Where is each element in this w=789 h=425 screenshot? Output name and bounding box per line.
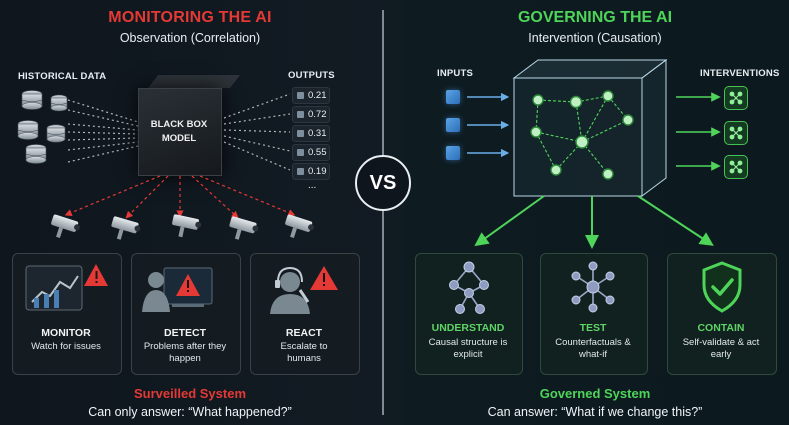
output-chip-icon [297, 130, 304, 137]
output-row: 0.72 [292, 106, 330, 123]
output-value: 0.31 [308, 128, 327, 139]
inputs-label: INPUTS [437, 68, 474, 79]
output-chip-icon [297, 92, 304, 99]
shield-check-icon [702, 261, 742, 313]
vs-badge: VS [355, 155, 411, 211]
left-subtitle: Observation (Correlation) [119, 31, 261, 45]
output-chip-icon [297, 149, 304, 156]
understand-card-title: UNDERSTAND [431, 322, 505, 334]
react-card-title: REACT [285, 327, 323, 339]
output-row: 0.31 [292, 125, 330, 142]
surveilled-system-label: Surveilled System [134, 386, 246, 401]
contain-card-title: CONTAIN [697, 322, 745, 334]
input-data-lines [68, 99, 139, 163]
historical-data-label: HISTORICAL DATA [18, 71, 107, 82]
output-value: 0.55 [308, 147, 327, 158]
black-box-top [148, 75, 241, 88]
output-value: 0.19 [308, 166, 327, 177]
react-card-desc: Escalate to humans [280, 341, 328, 364]
output-chip-icon [297, 111, 304, 118]
output-row: 0.19 [292, 163, 330, 180]
intervention-arrows [676, 92, 721, 171]
test-card [540, 253, 648, 375]
output-lines [224, 93, 291, 171]
output-value: 0.72 [308, 109, 327, 120]
contain-card-desc: Self-validate & act early [682, 337, 760, 360]
react-headset-icon [270, 266, 338, 314]
security-camera-icons [51, 214, 315, 240]
left-question: Can only answer: “What happened?” [88, 405, 292, 419]
input-cube-icon [446, 90, 460, 104]
glass-box-causal-model [512, 59, 668, 197]
outputs-ellipsis: ... [308, 180, 317, 191]
output-chip-icon [297, 168, 304, 175]
black-box-label-1: BLACK BOX [150, 119, 208, 130]
governed-system-label: Governed System [539, 386, 651, 401]
monitor-card-desc: Watch for issues [31, 341, 101, 352]
interventions-label: INTERVENTIONS [700, 68, 780, 79]
right-subtitle: Intervention (Causation) [528, 31, 662, 45]
network-icon [571, 261, 615, 313]
output-row: 0.21 [292, 87, 330, 104]
monitor-card-title: MONITOR [41, 327, 91, 339]
right-question: Can answer: “What if we change this?” [487, 405, 703, 419]
intervention-node-icon [724, 155, 748, 179]
understand-card-desc: Causal structure is explicit [428, 337, 508, 360]
input-cube-icon [446, 146, 460, 160]
detect-card-title: DETECT [164, 327, 206, 339]
understand-card [415, 253, 523, 375]
outcome-arrows [474, 195, 714, 249]
output-value: 0.21 [308, 90, 327, 101]
outputs-label: OUTPUTS [288, 70, 335, 81]
input-arrows [467, 92, 510, 158]
causal-graph-icon [449, 261, 489, 314]
database-stack-icon [17, 90, 68, 164]
left-title: MONITORING THE AI [108, 9, 272, 26]
test-card-desc: Counterfactuals & what-if [555, 337, 631, 360]
react-card [250, 253, 360, 375]
right-title: GOVERNING THE AI [517, 9, 673, 26]
black-box-model [138, 88, 222, 176]
detect-card-desc: Problems after they happen [143, 341, 227, 364]
center-divider [382, 10, 384, 415]
intervention-node-icon [724, 121, 748, 145]
surveillance-arrows [64, 175, 296, 219]
detect-person-icon [142, 267, 213, 312]
intervention-node-icon [724, 86, 748, 110]
test-card-title: TEST [579, 322, 607, 334]
input-cube-icon [446, 118, 460, 132]
output-row: 0.55 [292, 144, 330, 161]
black-box-label-2: MODEL [161, 133, 197, 144]
monitor-chart-icon [25, 264, 108, 311]
